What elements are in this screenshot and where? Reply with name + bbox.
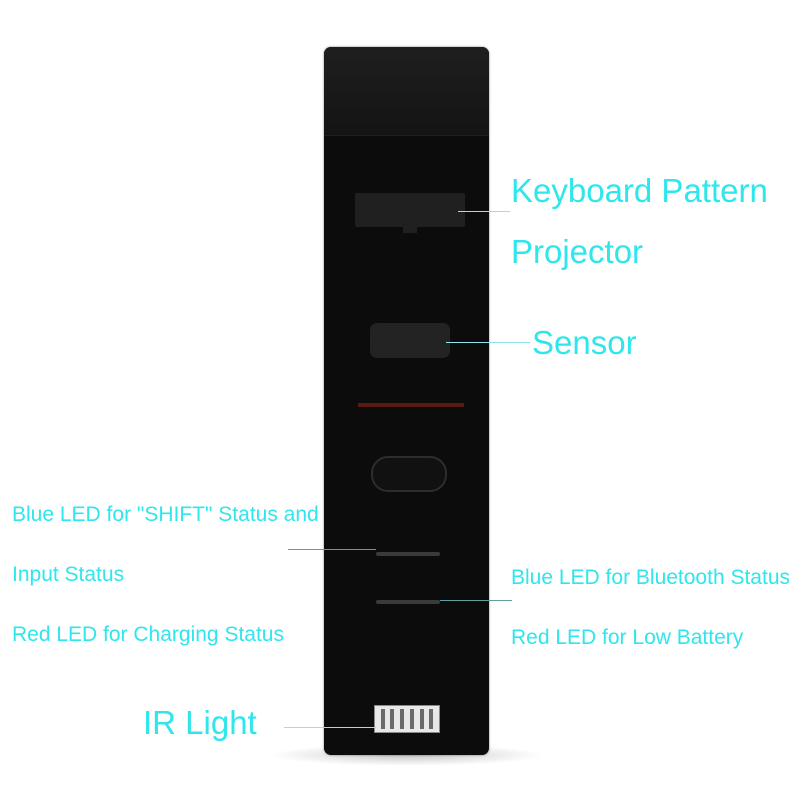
projector-label-line2: Projector bbox=[511, 233, 644, 270]
shift-label-line1: Blue LED for "SHIFT" Status and bbox=[12, 503, 319, 526]
keyboard-pattern-projector-window bbox=[355, 193, 465, 227]
ir-emitter-bar bbox=[400, 709, 405, 729]
ir-light-label: IR Light bbox=[143, 704, 257, 741]
sensor-label: Sensor bbox=[532, 324, 637, 361]
charging-label: Red LED for Charging Status bbox=[12, 623, 284, 646]
device-top-cap bbox=[324, 47, 489, 136]
projector-label-line1: Keyboard Pattern bbox=[511, 172, 768, 209]
ir-emitter-bar bbox=[409, 709, 414, 729]
ir-light-window bbox=[374, 705, 440, 733]
ir-emitter-bar bbox=[429, 709, 434, 729]
power-button bbox=[371, 456, 447, 492]
shift-status-led bbox=[376, 552, 440, 556]
ir-emitter-bar bbox=[390, 709, 395, 729]
bluetooth-label: Blue LED for Bluetooth Status bbox=[511, 566, 790, 589]
ir-emitter-bar bbox=[380, 709, 385, 729]
shift-leader-line bbox=[288, 549, 376, 550]
low-battery-label: Red LED for Low Battery bbox=[511, 626, 744, 649]
projector-leader-line bbox=[458, 211, 510, 212]
projector-keyboard-device bbox=[324, 47, 489, 755]
red-light-strip bbox=[358, 403, 464, 407]
bluetooth-leader-line bbox=[440, 600, 512, 601]
shift-label-line2: Input Status bbox=[12, 563, 125, 586]
ir-emitter-bar bbox=[419, 709, 424, 729]
bluetooth-charging-led bbox=[376, 600, 440, 604]
sensor-leader-line bbox=[446, 342, 530, 343]
projector-notch bbox=[403, 225, 417, 233]
sensor-window bbox=[370, 323, 450, 358]
ir-leader-line bbox=[284, 727, 376, 728]
